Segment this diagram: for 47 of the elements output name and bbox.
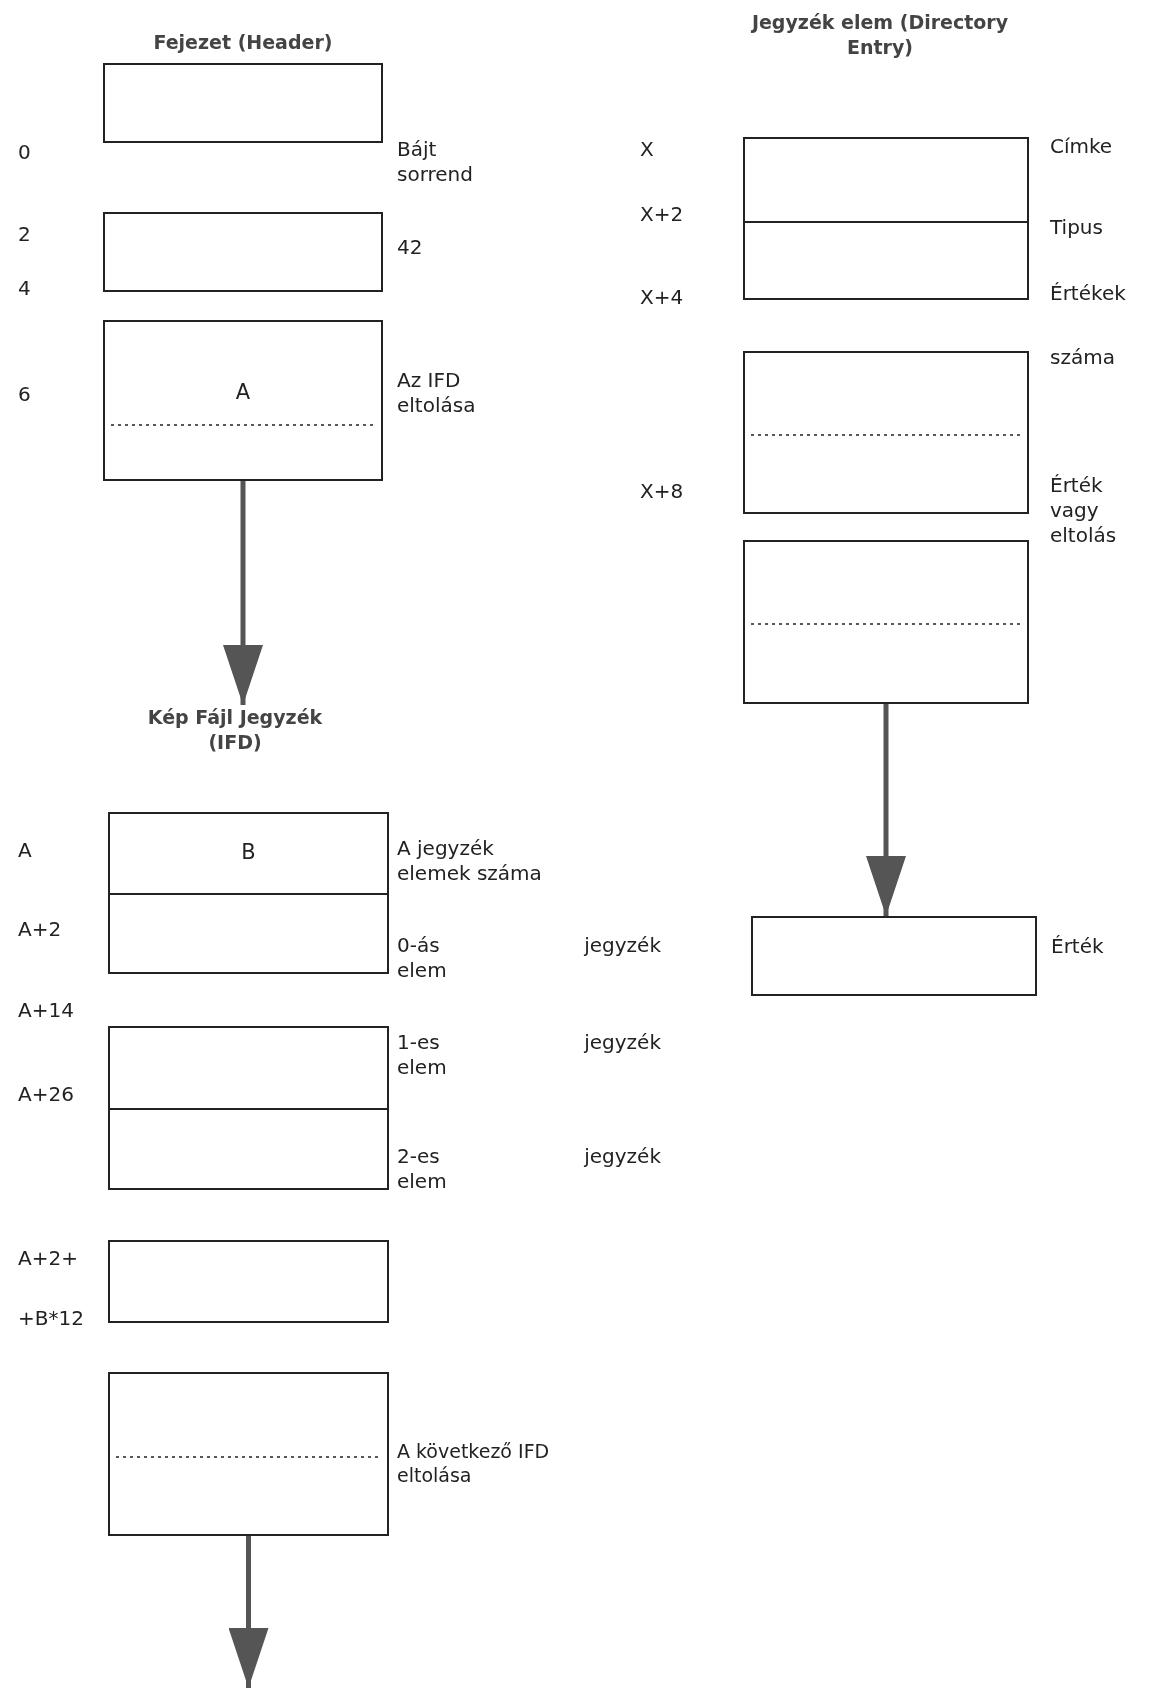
field-name: 2-es jegyzék elem (397, 1144, 661, 1194)
byte-offset: 6 (18, 382, 31, 407)
flow-arrow (223, 481, 263, 705)
field-name: 42 (397, 235, 423, 260)
data-field-box (743, 137, 1029, 300)
section-heading: Jegyzék elem (Directory Entry) (750, 10, 1010, 60)
byte-offset: A (18, 838, 32, 863)
field-value: B (240, 840, 257, 864)
data-field-box (108, 1026, 389, 1190)
field-name: Értékek (1050, 281, 1127, 306)
data-field-box (103, 320, 383, 481)
byte-offset: A+14 (18, 998, 74, 1023)
byte-offset: A+2 (18, 917, 62, 942)
data-field-box (743, 540, 1029, 704)
byte-offset: 4 (18, 276, 31, 301)
byte-offset: 2 (18, 222, 31, 247)
byte-offset: +B*12 (18, 1306, 84, 1331)
byte-offset: X+2 (640, 202, 684, 227)
data-field-box (103, 63, 383, 143)
field-value: A (234, 380, 252, 404)
field-name: 1-es jegyzék elem (397, 1030, 661, 1080)
byte-offset: X+8 (640, 479, 684, 504)
byte-offset: A+2+ (18, 1246, 78, 1271)
section-heading-text: Kép Fájl Jegyzék (IFD) (146, 705, 324, 755)
data-field-box (103, 212, 383, 292)
section-heading: Fejezet (Header) (152, 30, 334, 55)
field-name: A jegyzék elemek száma (397, 836, 543, 886)
byte-offset: 0 (18, 140, 31, 165)
field-name: Az IFD eltolása (397, 368, 477, 418)
data-field-box (108, 1372, 389, 1536)
flow-arrow (866, 704, 906, 916)
field-name: száma (1050, 345, 1115, 370)
field-name: A következő IFD eltolása (397, 1440, 551, 1488)
byte-offset: X (640, 137, 654, 162)
data-field-box (751, 916, 1037, 996)
byte-offset: X+4 (640, 285, 684, 310)
data-field-box (108, 1240, 389, 1323)
field-name: Tipus (1050, 215, 1103, 240)
field-name: Érték (1051, 934, 1104, 959)
data-field-box (743, 351, 1029, 514)
field-name: Érték vagy eltolás (1050, 473, 1118, 548)
field-name: 0-ás jegyzék elem (397, 933, 661, 983)
data-field-box (108, 812, 389, 974)
field-name: Bájt sorrend (397, 137, 474, 187)
field-name: Címke (1050, 134, 1113, 159)
byte-offset: A+26 (18, 1082, 74, 1107)
flow-arrow (228, 1536, 269, 1688)
